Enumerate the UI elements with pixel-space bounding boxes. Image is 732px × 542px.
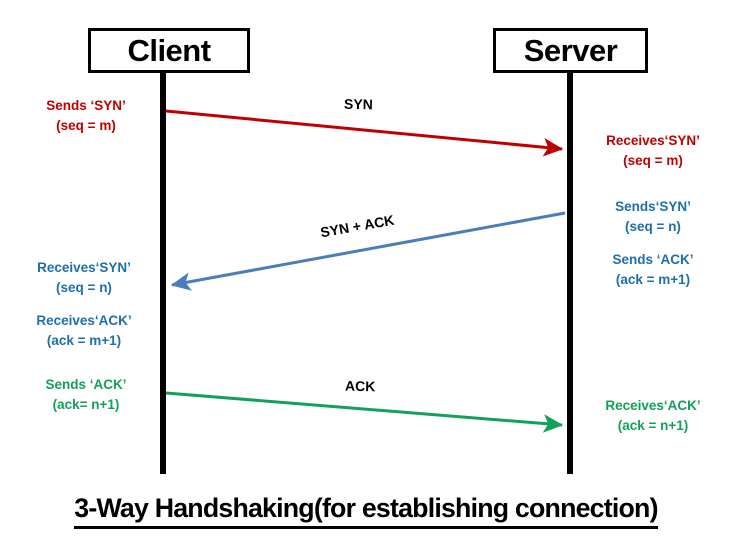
note-line-2: (seq = m) (56, 117, 116, 133)
note-line-2: (seq = m) (623, 152, 683, 168)
note-line-2: (ack = n+1) (617, 417, 689, 433)
note-server-sends-ack: Sends ‘ACK’ (ack = m+1) (586, 250, 720, 289)
syn-arrow (165, 109, 564, 157)
client-node-label: Client (127, 33, 211, 68)
note-line-1: Receives‘SYN’ (606, 133, 700, 148)
note-line-1: Receives‘ACK’ (36, 313, 132, 328)
note-line-1: Sends ‘ACK’ (612, 252, 694, 267)
note-client-send-syn: Sends ‘SYN’ (seq = m) (22, 96, 150, 135)
note-line-2: (ack= n+1) (52, 396, 120, 412)
note-line-2: (ack = m+1) (46, 332, 122, 348)
note-line-1: Receives‘SYN’ (37, 260, 131, 275)
note-line-1: Receives‘ACK’ (605, 398, 701, 413)
message-label-syn: SYN (343, 95, 373, 113)
client-node-box: Client (88, 28, 250, 73)
client-lifeline (160, 72, 166, 474)
note-client-sends-ack: Sends ‘ACK’ (ack= n+1) (22, 375, 150, 414)
message-label-syn-ack: SYN + ACK (319, 211, 396, 241)
note-server-receives-ack: Receives‘ACK’ (ack = n+1) (586, 396, 720, 435)
note-line-2: (seq = n) (625, 218, 681, 234)
server-node-label: Server (523, 33, 618, 68)
note-server-sends-syn: Sends‘SYN’ (seq = n) (586, 197, 720, 236)
note-server-receives-syn: Receives‘SYN’ (seq = m) (586, 131, 720, 170)
message-label-ack: ACK (344, 377, 376, 395)
note-client-receives-syn: Receives‘SYN’ (seq = n) (18, 258, 150, 297)
server-node-box: Server (493, 28, 648, 73)
server-lifeline (567, 72, 573, 474)
diagram-caption: 3-Way Handshaking(for establishing conne… (4, 493, 729, 529)
note-line-2: (ack = m+1) (615, 271, 691, 287)
note-line-1: Sends ‘ACK’ (45, 377, 127, 392)
note-line-2: (seq = n) (56, 279, 112, 295)
ack-arrow (165, 391, 564, 433)
diagram-caption-text: 3-Way Handshaking(for establishing conne… (74, 493, 658, 529)
note-client-receives-ack: Receives‘ACK’ (ack = m+1) (18, 311, 150, 350)
note-line-1: Sends ‘SYN’ (46, 98, 126, 113)
note-line-1: Sends‘SYN’ (615, 199, 691, 214)
